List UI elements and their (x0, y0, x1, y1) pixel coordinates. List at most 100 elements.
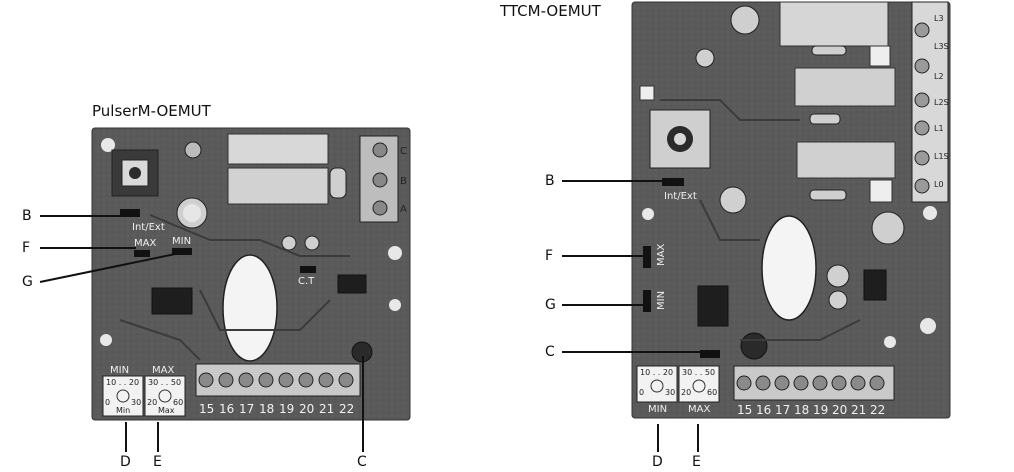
right-callout-b: B (545, 173, 555, 189)
left-callout-g: G (22, 274, 33, 290)
left-dial-min-caption: MIN (110, 365, 130, 376)
left-silk-ct: C.T (298, 276, 315, 287)
right-callout-e: E (692, 454, 701, 470)
right-callout-g: G (545, 297, 556, 313)
jumper-min (172, 248, 192, 255)
jumper-int-ext (120, 209, 140, 217)
left-terminal-17: 17 (239, 402, 255, 416)
right-leader-lines (562, 180, 704, 452)
jumper-ct (700, 350, 720, 358)
right-callout-f: F (545, 248, 554, 264)
left-pcb (91, 127, 411, 421)
right-dial-max-scale-left: 20 (681, 388, 692, 397)
left-terminal-16: 16 (219, 402, 235, 416)
left-callout-b: B (22, 208, 32, 224)
right-relay-label-l3: L3 (934, 14, 944, 23)
left-terminal-19: 19 (279, 402, 295, 416)
relay (227, 167, 329, 205)
right-terminal-18: 18 (794, 403, 810, 417)
right-relay-label-l0: L0 (934, 180, 944, 189)
left-relay-label-c: C (400, 146, 407, 157)
left-dial-max-scale-right: 60 (173, 398, 184, 407)
ic-chip (337, 274, 367, 294)
left-dial-min-scale-left: 0 (105, 398, 111, 407)
right-pcb (631, 1, 951, 419)
right-dial-min-caption: MIN (648, 404, 668, 415)
left-dial-max-scale-top: 30 . . 50 (148, 378, 182, 387)
jumper-min (643, 290, 651, 312)
capacitor (871, 211, 905, 245)
dial-min (636, 365, 678, 403)
mounting-hole (388, 246, 402, 260)
center-cutout (222, 254, 278, 362)
mounting-hole (101, 138, 115, 152)
ic-chip (151, 287, 193, 315)
right-dial-max-caption: MAX (688, 404, 711, 415)
right-dial-max-scale-right: 60 (707, 388, 718, 397)
right-callout-d: D (652, 454, 663, 470)
dial-max (144, 375, 186, 417)
right-terminal-19: 19 (813, 403, 829, 417)
right-terminal-15: 15 (737, 403, 753, 417)
relay (796, 141, 896, 179)
left-terminal-21: 21 (319, 402, 335, 416)
right-board-title: TTCM-OEMUT (500, 2, 601, 20)
right-terminal-22: 22 (870, 403, 886, 417)
left-callout-c: C (357, 454, 367, 470)
left-dial-max-caption: MAX (152, 365, 175, 376)
left-silk-min: MIN (172, 236, 192, 247)
right-relay-label-l2s: L2S (934, 98, 949, 107)
jumper-int-ext (662, 178, 684, 186)
left-terminal-15: 15 (199, 402, 215, 416)
right-terminal-16: 16 (756, 403, 772, 417)
center-cutout (761, 215, 817, 321)
right-terminal-20: 20 (832, 403, 848, 417)
right-relay-label-l2: L2 (934, 72, 944, 81)
left-dial-min-scale-top: 10 . . 20 (106, 378, 140, 387)
right-relay-label-l1: L1 (934, 124, 944, 133)
relay (779, 1, 889, 47)
dial-min (102, 375, 144, 417)
relay (794, 67, 896, 107)
mounting-hole (389, 299, 401, 311)
mounting-hole (100, 334, 112, 346)
left-terminal-22: 22 (339, 402, 355, 416)
right-silk-int-ext: Int/Ext (664, 191, 697, 202)
jumper-max (643, 246, 651, 268)
right-dial-min-scale-top: 10 . . 20 (640, 368, 674, 377)
right-dial-min-scale-left: 0 (639, 388, 645, 397)
left-callout-e: E (153, 454, 162, 470)
dial-max (678, 365, 720, 403)
left-dial-min-label: Min (116, 406, 131, 415)
left-dial-max-scale-left: 20 (147, 398, 158, 407)
right-relay-label-l1s: L1S (934, 152, 949, 161)
left-relay-label-b: B (400, 176, 407, 187)
left-dial-min-scale-right: 30 (131, 398, 142, 407)
left-silk-max: MAX (134, 238, 157, 249)
left-relay-label-a: A (400, 204, 407, 215)
right-terminal-17: 17 (775, 403, 791, 417)
left-terminal-20: 20 (299, 402, 315, 416)
right-relay-label-l3s: L3S (934, 42, 949, 51)
left-leader-lines (39, 215, 364, 452)
right-silk-min: MIN (656, 290, 667, 310)
jumper-ct (300, 266, 316, 273)
right-callout-c: C (545, 344, 555, 360)
capacitor (730, 5, 760, 35)
relay (227, 133, 329, 165)
right-dial-max-scale-top: 30 . . 50 (682, 368, 716, 377)
ic-chip (697, 285, 729, 327)
ic-chip (863, 269, 887, 301)
left-terminal-18: 18 (259, 402, 275, 416)
left-callout-f: F (22, 240, 31, 256)
right-silk-max: MAX (656, 243, 667, 266)
left-dial-max-label: Max (158, 406, 175, 415)
right-dial-min-scale-right: 30 (665, 388, 676, 397)
jumper-max (134, 250, 150, 257)
left-silk-int-ext: Int/Ext (132, 222, 165, 233)
left-board-title: PulserM-OEMUT (92, 102, 211, 120)
left-callout-d: D (120, 454, 131, 470)
right-terminal-21: 21 (851, 403, 867, 417)
